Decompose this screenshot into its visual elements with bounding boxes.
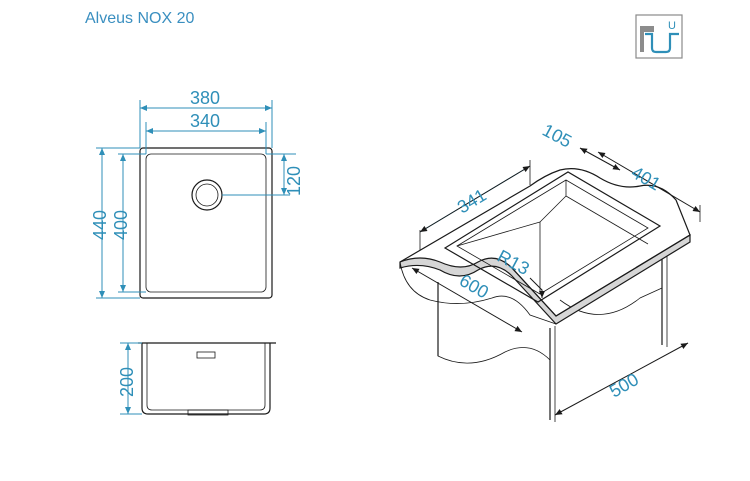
- top-view: 380 340 440 400 120: [90, 88, 304, 299]
- dim-drain-offset: 120: [284, 166, 304, 196]
- dim-offset: 105: [539, 120, 575, 152]
- dim-width-inner: 340: [190, 111, 220, 131]
- dim-depth-inner: 400: [111, 210, 131, 240]
- dim-depth-outer: 440: [90, 210, 110, 240]
- product-title: Alveus NOX 20: [85, 10, 195, 27]
- side-view: 200: [117, 342, 276, 416]
- iso-view: 341 105 401 R13 600 500: [399, 120, 701, 422]
- mount-type-label: U: [668, 20, 676, 32]
- undermount-icon: U: [635, 14, 683, 59]
- dim-height: 200: [117, 367, 137, 397]
- dim-cabinet-depth: 500: [606, 369, 642, 401]
- dim-width-outer: 380: [190, 88, 220, 108]
- dim-bowl-depth: 401: [628, 162, 664, 194]
